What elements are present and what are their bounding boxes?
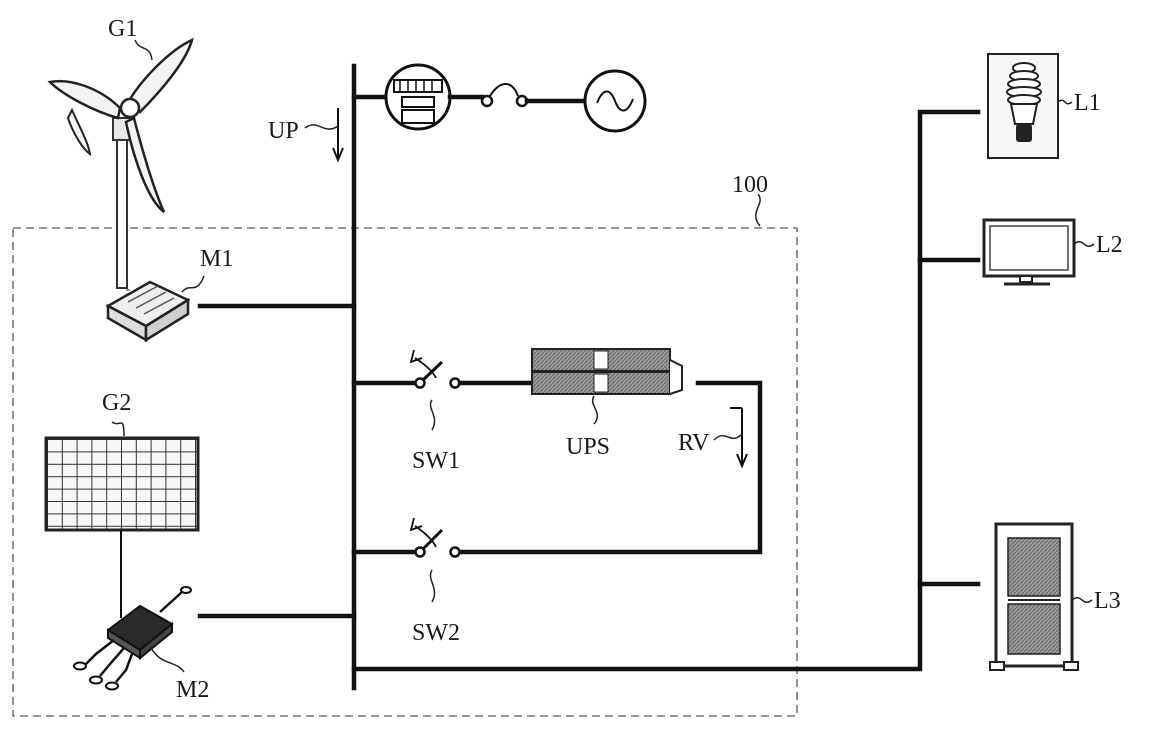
label-ups: UPS [566,434,610,460]
m1-leader [181,275,205,293]
label-rv: RV [678,430,710,456]
label-sw2: SW2 [412,620,460,646]
grid-connection [351,63,647,133]
micro-inverter-icon [73,586,192,691]
up-flow-arrow [304,108,344,163]
label-g2: G2 [102,390,131,416]
box-leader [755,193,761,227]
label-g1: G1 [108,16,137,42]
switch-sw2 [351,517,461,558]
g2-leader [111,421,125,437]
switch-sw1 [351,349,535,389]
label-m2: M2 [176,677,209,703]
load-feeder [351,109,981,672]
l3-leader [1071,597,1093,603]
l1-leader [1057,99,1073,105]
label-l1: L1 [1074,90,1101,116]
label-sw1: SW1 [412,448,460,474]
light-bulb-icon [987,53,1059,159]
label-m1: M1 [200,246,233,272]
electric-meter-icon [384,63,452,131]
ac-grid-source-icon [583,69,647,133]
sw1-leader [429,399,436,431]
l2-leader [1073,241,1095,247]
label-l3: L3 [1094,588,1121,614]
power-converter-icon [105,280,191,343]
rv-flow-arrow [713,407,748,469]
label-up: UP [268,118,299,144]
solar-panel-icon [44,436,200,532]
g1-leader [134,39,153,61]
system-boundary-100 [12,227,798,717]
sw2-leader [429,569,436,603]
monitor-icon [982,218,1076,286]
m2-leader [149,645,185,673]
ups-output-line [457,380,763,555]
ups-leader [591,395,599,425]
label-l2: L2 [1096,232,1123,258]
ups-unit-icon [531,348,683,395]
label-100: 100 [732,172,768,198]
wind-turbine-icon [47,37,194,291]
computer-tower-icon [989,522,1079,671]
